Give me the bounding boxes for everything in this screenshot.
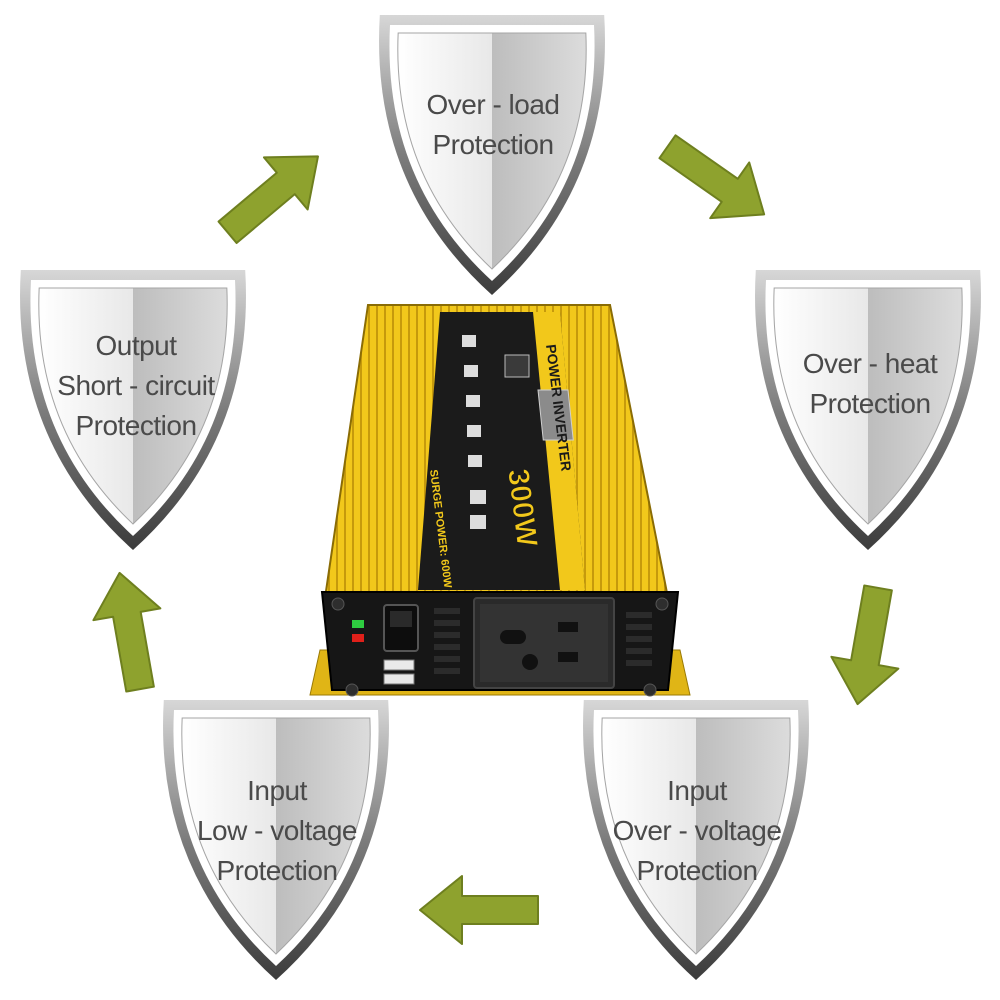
shield-label-over-load: Over - load Protection: [426, 89, 561, 160]
shield-label-input-over-voltage: Input Over - voltage Protection: [612, 775, 782, 886]
shield-label-over-heat: Over - heat Protection: [802, 348, 938, 419]
shield-label-output-short-circuit: Output Short - circuit Protection: [57, 330, 215, 441]
shield-label-input-low-voltage: Input Low - voltage Protection: [196, 775, 358, 886]
